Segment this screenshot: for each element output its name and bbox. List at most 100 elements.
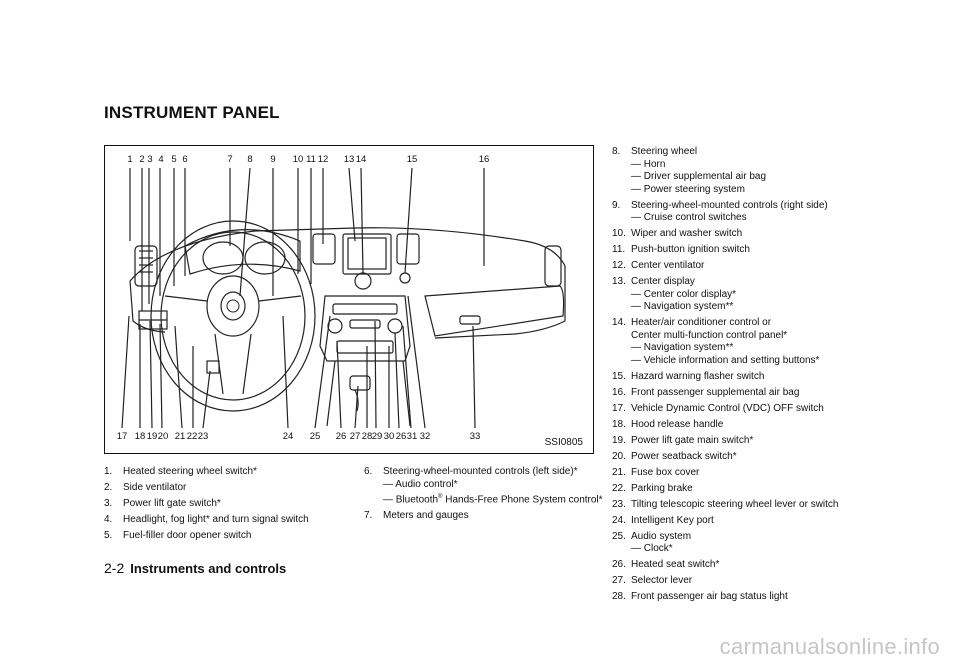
item-number: 9. — [612, 199, 621, 211]
callout: 17 — [116, 431, 128, 442]
item-number: 4. — [104, 514, 113, 525]
item-sub: — Audio control* — [383, 478, 458, 490]
item-number: 16. — [612, 386, 626, 398]
item-text: Center display — [631, 276, 695, 287]
item-sub: — Driver supplemental air bag — [631, 171, 767, 182]
item-text: Vehicle Dynamic Control (VDC) OFF switch — [631, 402, 824, 414]
item-sub: Center multi-function control panel* — [631, 329, 788, 341]
callout: 26 — [335, 431, 347, 442]
item-text: Selector lever — [631, 575, 693, 586]
list-item: 27. Selector lever — [612, 575, 839, 588]
top-callout-numbers: 1 2 3 4 5 6 7 8 9 10 11 12 13 14 15 16 — [105, 154, 593, 168]
item-text: Front passenger supplemental air bag — [631, 386, 800, 398]
list-item: 17.Vehicle Dynamic Control (VDC) OFF swi… — [612, 403, 839, 416]
callout: 24 — [282, 431, 294, 442]
item-sub: — Cruise control switches — [631, 212, 747, 223]
list-item: 16. Front passenger supplemental air bag — [612, 387, 839, 400]
list-item: 13. Center display — [612, 276, 839, 289]
list-item: 7. Meters and gauges — [364, 510, 603, 523]
item-text: Center ventilator — [631, 260, 705, 271]
item-number: 6. — [364, 466, 373, 477]
callout: 21 — [174, 431, 186, 442]
item-number: 20. — [612, 450, 626, 462]
sub-suffix: Hands-Free Phone System control* — [442, 494, 603, 506]
list-item: 8.Steering wheel — [612, 146, 839, 159]
list-item: 22.Parking brake — [612, 483, 839, 496]
item-sub: — Bluetooth® Hands-Free Phone System con… — [364, 491, 603, 507]
callout: 27 — [349, 431, 361, 442]
callout: 1 — [127, 154, 133, 165]
section-title: Instruments and controls — [130, 561, 287, 576]
list-item: 26.Heated seat switch* — [612, 559, 839, 572]
item-number: 21. — [612, 466, 626, 478]
item-number: 3. — [104, 498, 113, 509]
item-sub: — Navigation system** — [631, 342, 734, 353]
list-item: 12.Center ventilator — [612, 260, 839, 273]
item-number: 1. — [104, 466, 113, 477]
list-item: 18.Hood release handle — [612, 419, 839, 432]
item-number: 8. — [612, 146, 621, 157]
list-item: 21.Fuse box cover — [612, 467, 839, 480]
item-number: 18. — [612, 418, 626, 430]
list-item: 10.Wiper and washer switch — [612, 228, 839, 241]
callout: 33 — [469, 431, 481, 442]
list-item: 14. Heater/air conditioner control or — [612, 317, 839, 330]
item-text: Audio system — [631, 530, 692, 542]
list-item: 19. Power lift gate main switch* — [612, 435, 839, 448]
item-text: Front passenger air bag status light — [631, 591, 788, 602]
list-item: 25.Audio system — [612, 531, 839, 544]
item-text: Fuel-filler door opener switch — [123, 530, 252, 541]
item-text: Steering-wheel-mounted controls (left si… — [383, 466, 578, 477]
list-item: 1. Heated steering wheel switch* — [104, 466, 309, 479]
item-number: 7. — [364, 510, 373, 522]
item-sub: — Center color display* — [631, 288, 737, 300]
callout: 29 — [371, 431, 383, 442]
item-sub: — Clock* — [631, 543, 673, 554]
list-item: 15. Hazard warning flasher switch — [612, 371, 839, 384]
item-text: Tilting telescopic steering wheel lever … — [631, 498, 839, 510]
instrument-panel-figure: 1 2 3 4 5 6 7 8 9 10 11 12 13 14 15 16 1… — [104, 145, 594, 454]
callout: 23 — [197, 431, 209, 442]
callout: 25 — [309, 431, 321, 442]
item-text: Steering-wheel-mounted controls (right s… — [631, 199, 828, 211]
callout: 20 — [157, 431, 169, 442]
item-number: 13. — [612, 276, 626, 287]
callout: 13 — [343, 154, 355, 165]
list-item: 24.Intelligent Key port — [612, 515, 839, 528]
item-number: 19. — [612, 434, 626, 446]
item-text: Hazard warning flasher switch — [631, 370, 765, 382]
callout: 8 — [247, 154, 253, 165]
page-number: 2-2 — [104, 560, 125, 576]
item-number: 28. — [612, 591, 626, 602]
item-text: Wiper and washer switch — [631, 228, 743, 239]
legend-list-left: 1.Heated steering wheel switch* 2.Side v… — [104, 466, 309, 543]
callout: 22 — [186, 431, 198, 442]
list-item: 9. Steering-wheel-mounted controls (right… — [612, 200, 839, 213]
item-text: Heated seat switch* — [631, 559, 720, 570]
item-text: Heated steering wheel switch* — [123, 466, 257, 477]
item-number: 14. — [612, 317, 626, 328]
item-text: Power seatback switch* — [631, 450, 737, 462]
callout: 5 — [171, 154, 177, 165]
list-item: 20. Power seatback switch* — [612, 451, 839, 464]
list-item: 11.Push-button ignition switch — [612, 244, 839, 257]
item-text: Heater/air conditioner control or — [631, 317, 772, 328]
callout: 6 — [182, 154, 188, 165]
callout: 18 — [134, 431, 146, 442]
item-number: 23. — [612, 498, 626, 510]
callout: 7 — [227, 154, 233, 165]
callout: 4 — [158, 154, 164, 165]
callout: 30 — [383, 431, 395, 442]
item-text: Meters and gauges — [383, 510, 469, 522]
item-number: 15. — [612, 370, 626, 382]
legend-list-middle: 6. Steering-wheel-mounted controls (left … — [364, 466, 603, 523]
item-text: Power lift gate main switch* — [631, 434, 754, 446]
list-item: 3.Power lift gate switch* — [104, 498, 309, 511]
callout: 9 — [270, 154, 276, 165]
watermark: carmanualsonline.info — [719, 634, 940, 659]
callout: 11 — [306, 154, 316, 165]
registered-mark: ® — [438, 494, 443, 500]
item-number: 27. — [612, 575, 626, 586]
list-item: 6. Steering-wheel-mounted controls (left … — [364, 466, 603, 479]
item-sub: — Navigation system** — [631, 301, 734, 312]
